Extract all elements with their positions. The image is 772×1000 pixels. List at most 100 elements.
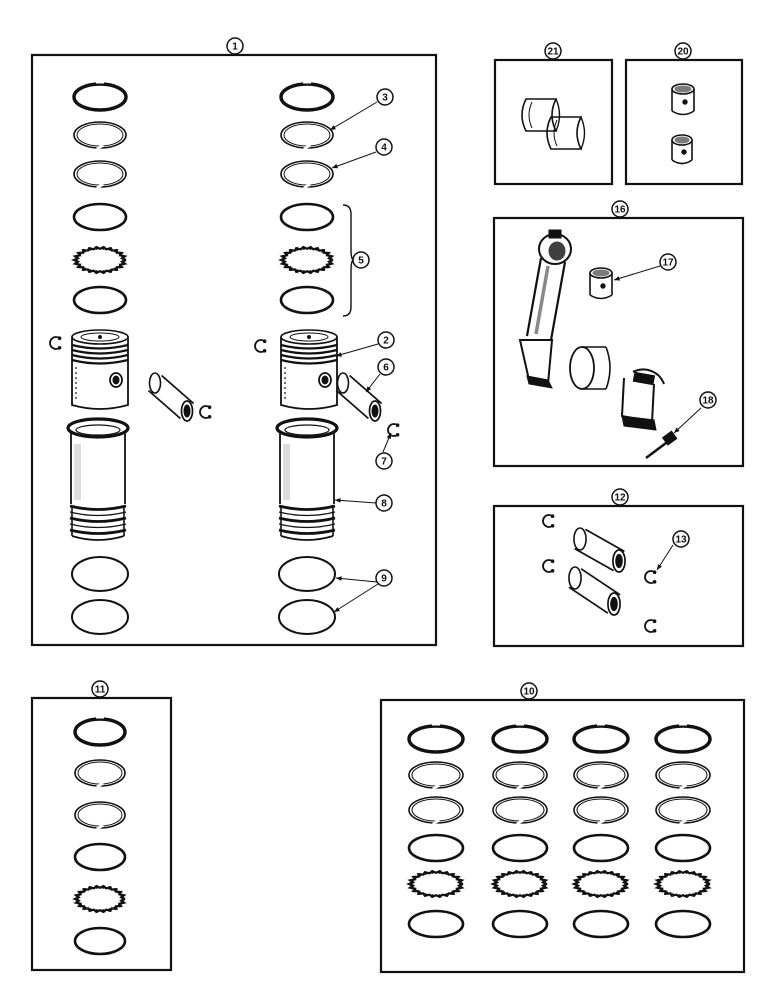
kit11-piston-ring-3 xyxy=(74,801,126,831)
svg-text:16: 16 xyxy=(614,205,626,216)
callout-13: 13 xyxy=(672,530,690,548)
piston-pin-right xyxy=(335,372,383,422)
snap-ring-right-1 xyxy=(254,339,267,353)
sleeve-seal-right-1 xyxy=(278,556,336,592)
bushing-lower xyxy=(671,134,693,165)
kit10-set4-ring-3 xyxy=(655,796,711,826)
svg-text:4: 4 xyxy=(381,143,387,154)
callout-10: 10 xyxy=(520,682,538,700)
kit10-set3-ring-4 xyxy=(572,833,630,863)
kit10-set4-ring-4 xyxy=(654,833,712,863)
leader-18-head xyxy=(674,427,680,433)
piston-ring-right-3 xyxy=(280,160,334,190)
leader-8 xyxy=(334,499,377,504)
piston-ring-right-1 xyxy=(279,80,335,112)
bearing-shell-upper xyxy=(521,98,561,132)
kit10-set2-ring-1 xyxy=(491,722,549,754)
kit10-set1-ring-6 xyxy=(407,909,465,939)
callout-9: 9 xyxy=(375,569,393,587)
frame-kit-11 xyxy=(30,696,173,972)
callout-18: 18 xyxy=(699,391,717,409)
leader-6-head xyxy=(366,386,372,392)
svg-text:21: 21 xyxy=(547,47,559,58)
leader-13-head xyxy=(657,564,662,570)
leader-4-head xyxy=(332,163,338,169)
kit12-snap-ring-1 xyxy=(542,514,555,528)
kit12-piston-pin-2 xyxy=(568,566,621,616)
callout-20: 20 xyxy=(674,42,692,60)
kit10-set3-ring-3 xyxy=(573,796,629,826)
kit10-set2-ring-6 xyxy=(491,909,549,939)
svg-text:20: 20 xyxy=(677,47,689,58)
leader-18 xyxy=(673,407,702,434)
kit10-set1-ring-2 xyxy=(408,761,464,791)
svg-text:7: 7 xyxy=(381,457,387,468)
leader-7-head xyxy=(386,433,391,439)
piston-ring-left-2 xyxy=(73,121,127,151)
svg-text:3: 3 xyxy=(382,93,388,104)
frame-kit-12 xyxy=(492,504,745,648)
leader-8-head xyxy=(335,498,341,503)
frame-kit-21 xyxy=(493,58,614,186)
callout-6: 6 xyxy=(377,358,395,376)
kit12-snap-ring-2 xyxy=(542,559,555,573)
sleeve-seal-right-2 xyxy=(278,599,336,635)
leader-17-head xyxy=(614,276,620,281)
kit10-set3-ring-5 xyxy=(571,869,630,899)
piston-ring-left-4 xyxy=(72,202,128,232)
piston-ring-right-6 xyxy=(279,285,335,315)
kit12-snap-ring-3 xyxy=(644,570,657,584)
svg-text:17: 17 xyxy=(662,258,674,269)
leader-2-head xyxy=(336,352,342,357)
leader-9b-head xyxy=(334,607,340,612)
callout-12: 12 xyxy=(611,488,629,506)
rod-bushing xyxy=(589,267,613,300)
cylinder-sleeve-left xyxy=(66,417,130,541)
svg-text:11: 11 xyxy=(95,685,106,696)
callout-11: 11 xyxy=(91,680,109,698)
kit11-piston-ring-1 xyxy=(73,715,127,747)
piston-ring-right-2 xyxy=(280,121,334,151)
leader-2 xyxy=(335,343,379,357)
kit12-piston-pin-1 xyxy=(573,527,626,573)
callout-5: 5 xyxy=(352,251,370,269)
kit10-set2-ring-3 xyxy=(492,796,548,826)
piston-ring-left-3 xyxy=(73,160,127,190)
rod-bolt xyxy=(645,430,678,459)
kit10-set2-ring-4 xyxy=(491,833,549,863)
sleeve-seal-left-2 xyxy=(71,599,129,635)
kit10-set1-ring-1 xyxy=(407,722,465,754)
bearing-shell-lower xyxy=(546,116,586,150)
callout-2: 2 xyxy=(377,331,395,349)
kit10-set1-ring-4 xyxy=(407,833,465,863)
svg-text:13: 13 xyxy=(675,535,687,546)
svg-text:9: 9 xyxy=(381,574,387,585)
kit10-set4-ring-1 xyxy=(654,722,712,754)
connecting-rod xyxy=(518,229,665,431)
svg-text:6: 6 xyxy=(383,363,389,374)
cylinder-sleeve-right xyxy=(275,417,339,541)
callout-7: 7 xyxy=(375,452,393,470)
kit11-piston-ring-4 xyxy=(73,842,127,872)
piston-ring-left-1 xyxy=(72,80,128,112)
svg-text:1: 1 xyxy=(232,42,238,53)
leader-9a xyxy=(335,577,378,583)
kit10-set3-ring-1 xyxy=(572,722,630,754)
brace-5 xyxy=(342,204,354,317)
piston-left xyxy=(71,329,129,410)
kit11-piston-ring-5 xyxy=(72,884,127,914)
svg-text:8: 8 xyxy=(381,499,387,510)
piston-ring-right-4 xyxy=(279,202,335,232)
kit10-set4-ring-5 xyxy=(653,869,712,899)
kit10-set1-ring-5 xyxy=(406,869,465,899)
leader-4 xyxy=(331,151,377,169)
snap-ring-left-2 xyxy=(199,405,212,419)
piston-ring-left-5 xyxy=(71,245,128,275)
kit10-set4-ring-2 xyxy=(655,761,711,791)
svg-text:5: 5 xyxy=(358,256,364,267)
kit10-set4-ring-6 xyxy=(654,909,712,939)
callout-8: 8 xyxy=(375,494,393,512)
frame-kit-10 xyxy=(379,698,746,974)
snap-ring-left-1 xyxy=(49,336,62,350)
